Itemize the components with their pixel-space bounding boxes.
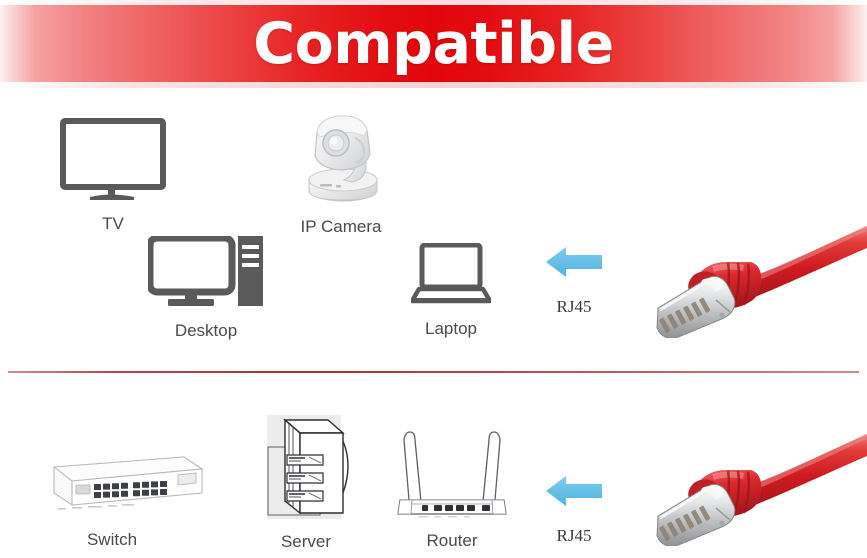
left-arrow-icon (546, 476, 602, 506)
rj45-ethernet-cable-image (656, 434, 867, 547)
device-laptop: Laptop (409, 242, 493, 339)
device-router: Router (394, 424, 510, 551)
rj45-cable-top (650, 218, 867, 343)
device-label-laptop: Laptop (425, 319, 477, 338)
device-label-desktop: Desktop (174, 321, 238, 340)
device-label-ip-camera: IP Camera (300, 217, 382, 236)
device-tv: TV (60, 118, 166, 234)
device-label-tv: TV (102, 214, 124, 233)
top-connection-arrow (545, 243, 603, 286)
wifi-router-icon (397, 431, 507, 518)
page-title: Compatible (253, 10, 614, 77)
rj45-cable-bottom (650, 426, 867, 551)
desktop-computer-icon (146, 234, 263, 306)
network-switch-icon (52, 456, 204, 510)
device-label-router: Router (426, 531, 478, 550)
server-rack-icon (267, 418, 349, 516)
connector-label-bottom: RJ45 (556, 526, 592, 545)
device-switch: Switch (32, 455, 204, 550)
header-banner: Compatible (0, 0, 867, 88)
bottom-connection-arrow (545, 472, 603, 515)
laptop-icon (409, 242, 493, 304)
device-ip-camera: IP Camera (300, 110, 386, 237)
device-label-server: Server (280, 532, 332, 551)
device-server: Server (265, 415, 355, 552)
ip-camera-icon (308, 115, 378, 202)
connector-label-top: RJ45 (556, 297, 592, 316)
tv-icon (60, 118, 166, 200)
left-arrow-icon (546, 247, 602, 277)
device-desktop: Desktop (146, 234, 264, 341)
rj45-ethernet-cable-image (656, 226, 867, 339)
device-label-switch: Switch (86, 530, 138, 549)
section-divider (8, 371, 859, 373)
